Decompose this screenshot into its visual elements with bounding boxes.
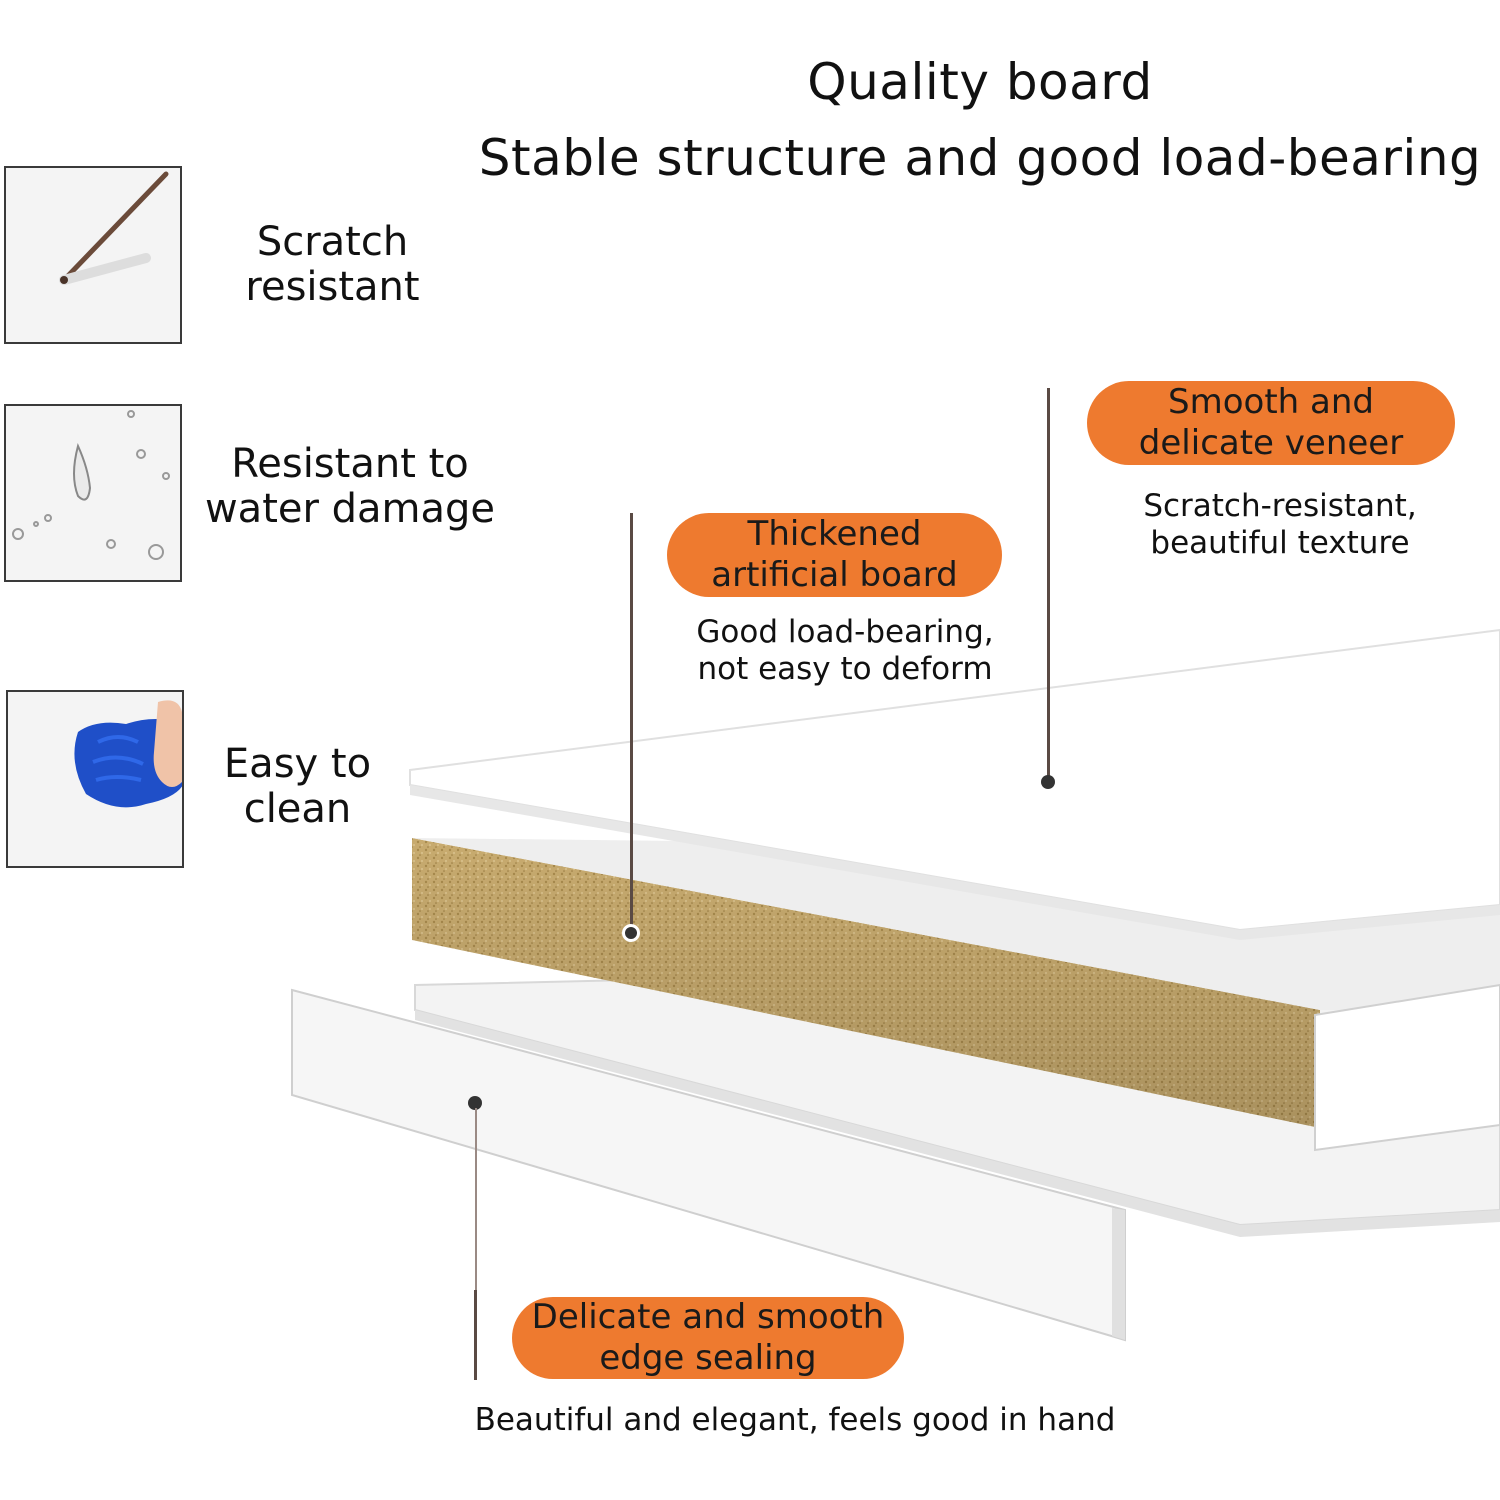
edge-marker-dot — [468, 1096, 482, 1110]
edge-callout-description: Beautiful and elegant, feels good in han… — [474, 1402, 1116, 1438]
feature-scratch-box — [4, 166, 182, 344]
edge-callout-badge: Delicate and smooth edge sealing — [512, 1297, 904, 1379]
edge-leader-line-upper — [475, 1108, 477, 1293]
board-marker-dot — [622, 924, 640, 942]
page-subtitle: Stable structure and good load-bearing — [478, 129, 1482, 187]
veneer-marker-dot — [1041, 775, 1055, 789]
pen-scratch-icon — [59, 171, 169, 285]
veneer-callout-badge: Smooth and delicate veneer — [1087, 381, 1455, 465]
feature-clean-label: Easy to clean — [223, 741, 372, 832]
feature-clean-box — [6, 690, 184, 868]
board-leader-line — [630, 513, 633, 928]
veneer-leader-line — [1047, 388, 1050, 780]
feature-water-box — [4, 404, 182, 582]
feature-water-label: Resistant to water damage — [204, 441, 496, 532]
veneer-callout-description: Scratch-resistant, beautiful texture — [1143, 488, 1417, 561]
right-edge-band — [1314, 983, 1500, 1152]
page-title: Quality board — [807, 53, 1153, 111]
edge-leader-line-lower — [474, 1290, 477, 1380]
water-drops-icon — [12, 410, 170, 560]
board-callout-description: Good load-bearing, not easy to deform — [696, 614, 994, 687]
feature-scratch-label: Scratch resistant — [245, 219, 420, 310]
board-callout-badge: Thickened artificial board — [667, 513, 1002, 597]
cleaning-cloth-icon — [74, 700, 182, 808]
